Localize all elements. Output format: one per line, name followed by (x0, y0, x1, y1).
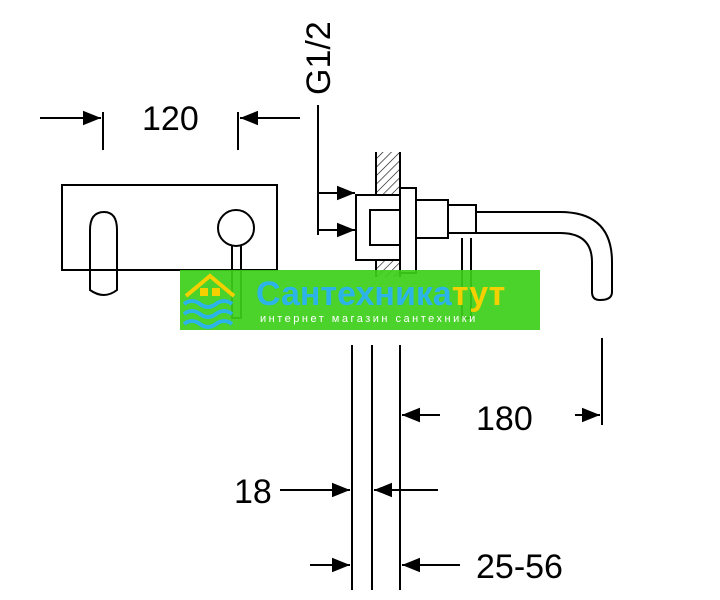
watermark-banner: Сантехникатут интернет магазин сантехник… (180, 270, 540, 330)
dim-label-18: 18 (234, 473, 272, 511)
dimension-g12-arrows (318, 185, 355, 238)
escutcheon-plate (399, 187, 417, 274)
watermark-background (180, 270, 540, 330)
dim-label-25-56: 25-56 (476, 548, 563, 586)
spout-front (89, 210, 118, 296)
side-view (317, 105, 613, 590)
dim-label-120: 120 (142, 100, 199, 138)
watermark-brand-accent: тут (452, 275, 505, 313)
handle-knob (217, 209, 255, 247)
watermark-brand-main: Сантехника (256, 275, 453, 313)
wall-plate (61, 184, 278, 271)
house-wave-icon (182, 273, 236, 329)
spout-side (476, 211, 613, 302)
watermark-tagline: интернет магазин сантехники (260, 313, 478, 325)
dim-label-180: 180 (476, 400, 533, 438)
dim-label-g12: G1/2 (300, 21, 338, 95)
watermark-brand: Сантехникатут (256, 275, 505, 313)
